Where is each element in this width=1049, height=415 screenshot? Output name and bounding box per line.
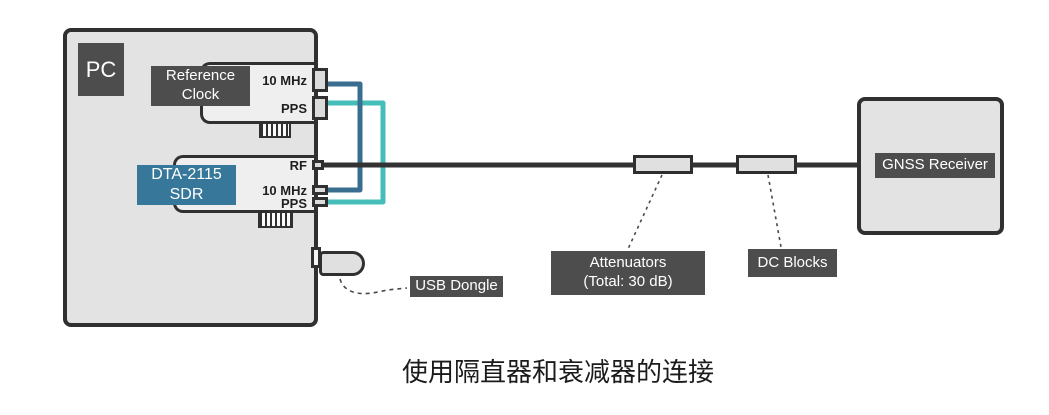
- attenuators-leader-line: [627, 174, 663, 250]
- diagram-caption: 使用隔直器和衰减器的连接: [401, 357, 714, 387]
- usb-dongle-label-text: USB Dongle: [415, 277, 498, 295]
- sdr-rf-port: [312, 160, 324, 170]
- sdr-edge-connector: [258, 213, 293, 228]
- sdr-label-line1: DTA-2115: [151, 166, 222, 183]
- sdr-port-pps-label: PPS: [280, 196, 307, 211]
- 10mhz-cable: [320, 81, 363, 193]
- usb-dongle-label: USB Dongle: [410, 276, 503, 297]
- sdr-port-rf-label: RF: [289, 158, 307, 173]
- attenuators-label-line2: (Total: 30 dB): [583, 273, 673, 290]
- refclock-port-pps-label: PPS: [280, 101, 307, 116]
- pps-cable: [320, 100, 386, 205]
- reference-clock-label: Reference Clock: [151, 66, 250, 106]
- sdr-port-10mhz-label: 10 MHz: [262, 183, 307, 198]
- dc-blocks-leader-line: [767, 174, 782, 248]
- gnss-receiver-label: GNSS Receiver: [875, 153, 995, 178]
- refclock-pps-port: [312, 96, 328, 120]
- refclock-port-10mhz-label: 10 MHz: [262, 73, 307, 88]
- dc-blocks-label: DC Blocks: [748, 249, 837, 277]
- sdr-pps-port: [312, 197, 328, 207]
- attenuator-component: [633, 155, 693, 174]
- usb-dongle-icon: [319, 251, 365, 276]
- sdr-10mhz-port: [312, 185, 328, 195]
- usb-dongle-leader-line: [339, 278, 408, 295]
- reference-clock-label-line1: Reference: [165, 67, 236, 85]
- refclock-10mhz-port: [312, 68, 328, 92]
- reference-clock-label-line2: Clock: [181, 86, 220, 103]
- pc-label: PC: [78, 43, 124, 96]
- gnss-receiver-label-text: GNSS Receiver: [882, 156, 988, 174]
- attenuators-label: Attenuators (Total: 30 dB): [551, 251, 705, 295]
- dc-blocks-label-text: DC Blocks: [757, 253, 828, 271]
- reference-clock-card: [200, 62, 314, 124]
- attenuators-label-line1: Attenuators: [589, 254, 667, 272]
- pc-label-text: PC: [85, 56, 117, 82]
- reference-clock-edge-connector: [259, 124, 291, 138]
- sdr-label: DTA-2115 SDR: [137, 165, 236, 205]
- sdr-label-line2: SDR: [169, 186, 204, 203]
- dc-block-component: [736, 155, 797, 174]
